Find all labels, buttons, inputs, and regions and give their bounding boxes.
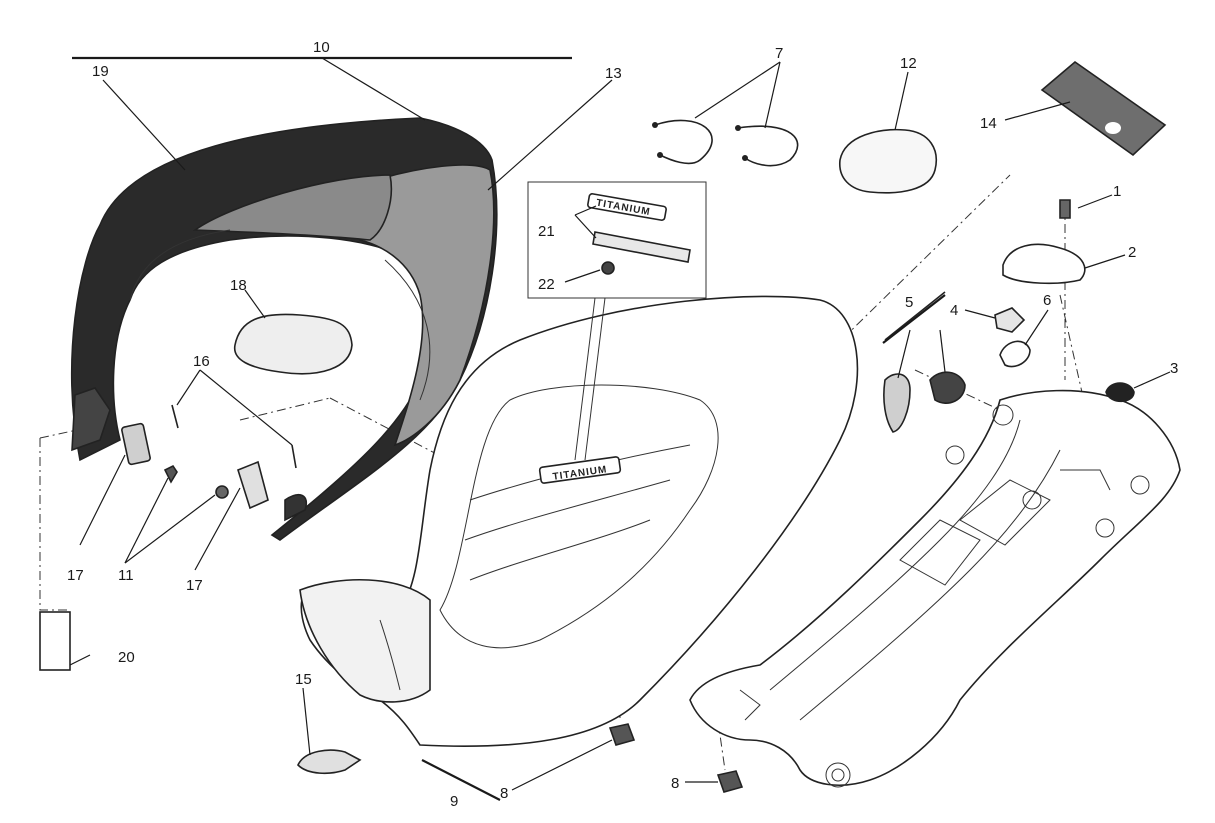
callout-3: 3: [1170, 360, 1178, 377]
frame-hardware: [883, 199, 1135, 433]
sheet-hole: [1105, 122, 1121, 134]
cushion-part-12: [839, 128, 937, 194]
callout-17b: 17: [186, 577, 203, 594]
lock-part-5: [929, 371, 966, 404]
callout-16: 16: [193, 353, 210, 370]
callout-bar-5: [882, 294, 946, 344]
latch-part-2: [1002, 243, 1086, 285]
callout-bar-9: [421, 759, 501, 801]
bracket-part-17b: [237, 460, 269, 510]
callout-14: 14: [980, 115, 997, 132]
callout-8b: 8: [671, 775, 679, 792]
callout-1: 1: [1113, 183, 1121, 200]
callout-15: 15: [295, 671, 312, 688]
assembly-line-20: [39, 438, 70, 611]
seat-cover-tail: [70, 117, 498, 541]
nut-part-11b: [215, 485, 229, 499]
badge-plate-part-21: [592, 231, 691, 263]
assembly-line-8b: [714, 699, 726, 771]
badge-inset: TITANIUM: [527, 181, 707, 461]
callout-12: 12: [900, 55, 917, 72]
callout-4: 4: [950, 302, 958, 319]
pin-part-16b: [291, 444, 297, 469]
grommet-part-3: [1105, 382, 1135, 403]
callout-2: 2: [1128, 244, 1136, 261]
bracket-part-17a: [121, 422, 151, 466]
clip-part-16c: [284, 494, 307, 522]
grommet-part-8a: [608, 723, 636, 746]
callout-9: 9: [450, 793, 458, 810]
inset-frame: [527, 181, 707, 299]
seat-badge: [538, 456, 622, 484]
callout-18: 18: [230, 277, 247, 294]
sheet-part-14: [1040, 60, 1167, 157]
seat-subframe: [689, 389, 1181, 788]
callout-10: 10: [313, 39, 330, 56]
callout-6: 6: [1043, 292, 1051, 309]
callout-labels: 10 19 13 7 12 14 1 2 3 4 5 6 18 16 17 11…: [67, 39, 1178, 810]
assembly-line-16: [239, 397, 331, 421]
inset-pointer-a: [574, 297, 596, 461]
assembly-line-seat-frame: [774, 174, 1011, 406]
leader-lines: [69, 57, 1171, 791]
callout-20: 20: [118, 649, 135, 666]
inset-pointer-b: [584, 297, 606, 461]
screw-part-11a: [163, 464, 178, 484]
nut-part-22: [601, 261, 615, 275]
pad-part-18: [233, 313, 353, 375]
screw-part-1: [1059, 199, 1071, 219]
callout-19: 19: [92, 63, 109, 80]
rider-seat: TITANIUM: [299, 295, 859, 747]
nut-part-4: [994, 307, 1026, 333]
pin-part-16a: [171, 404, 179, 429]
callout-22: 22: [538, 276, 555, 293]
grommet-part-8b: [716, 770, 744, 793]
clip-part-6: [999, 340, 1031, 368]
rod-part-5: [884, 291, 946, 341]
cables-part-7: [652, 119, 799, 167]
inset-badge: [587, 193, 667, 221]
label-part-20: [39, 611, 71, 671]
callout-5: 5: [905, 294, 913, 311]
key-part-5: [883, 373, 911, 433]
callout-17a: 17: [67, 567, 84, 584]
clip-part-15: [297, 749, 362, 775]
callout-8a: 8: [500, 785, 508, 802]
cover-fasteners: [121, 404, 307, 522]
callout-11: 11: [118, 567, 134, 584]
callout-7: 7: [775, 45, 783, 62]
assembly-line-2: [1059, 294, 1096, 451]
callout-13: 13: [605, 65, 622, 82]
callout-21: 21: [538, 223, 555, 240]
